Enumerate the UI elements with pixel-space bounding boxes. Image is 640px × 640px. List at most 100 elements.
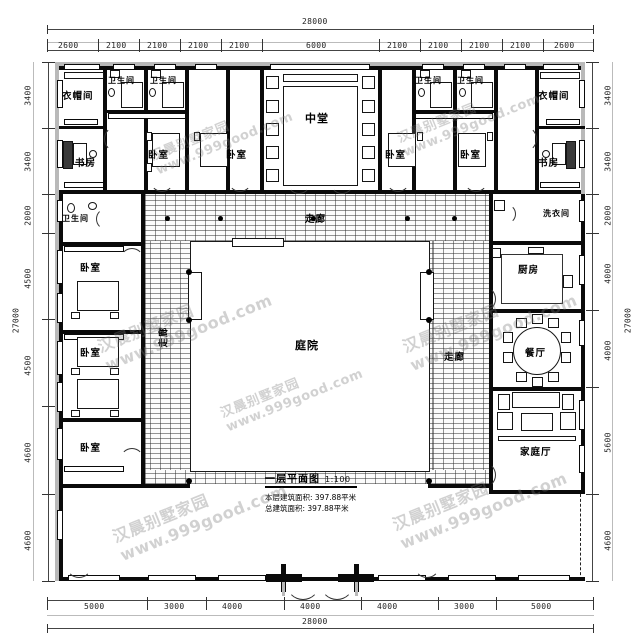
dim-bottom-1: 3000: [164, 602, 185, 611]
kitchen-counter-top: [528, 247, 544, 254]
window-s-6: [518, 575, 570, 581]
hall-chair-l5: [266, 169, 279, 182]
nightstand-tr1: [417, 132, 423, 141]
window-w-7: [57, 200, 63, 222]
room-label-hall-center: 中堂: [305, 112, 329, 125]
dim-left-0: 3400: [23, 85, 33, 106]
armchair-left: [497, 412, 513, 430]
kitchen-counter-left: [492, 248, 501, 258]
door-arc-gate-left: [286, 566, 320, 600]
dim-left-2: 2000: [23, 205, 33, 226]
window-e-7: [579, 445, 585, 473]
bed-w3: [77, 379, 119, 409]
hall-chair-l2: [266, 100, 279, 113]
sink-tl-1: [110, 70, 120, 78]
partition-strip-w-3: [64, 466, 124, 472]
dining-chair-2: [516, 318, 527, 328]
door-arc-gate-right: [320, 566, 354, 600]
corridor-bottom-hatch: [145, 470, 489, 484]
ns-w1-b: [110, 312, 119, 319]
door-arc-kitchen: [470, 286, 496, 312]
dim-left-4: 4500: [23, 355, 33, 376]
drawing-scale: 1:100: [325, 475, 351, 484]
window-ne-1: [543, 64, 579, 70]
window-e-2: [579, 140, 585, 168]
hall-chair-l4: [266, 146, 279, 159]
window-s-4: [378, 575, 426, 581]
dining-chair-1: [532, 314, 543, 324]
window-nw-1: [64, 64, 100, 70]
wall-v-n2: [144, 66, 148, 194]
door-arc-ne-study: [511, 126, 537, 152]
nightstand-tl-b: [146, 163, 152, 172]
courtyard-area: [190, 241, 430, 472]
bed-w2: [77, 337, 119, 367]
column-dot-8: [426, 269, 432, 275]
dim-top-8: 2100: [469, 41, 490, 50]
room-label-corridor-right: 走廊: [444, 352, 466, 363]
wall-v-n9: [494, 66, 498, 194]
bed-tr-2: [458, 133, 486, 167]
window-s-2: [148, 575, 196, 581]
desk-nw: [73, 143, 87, 165]
sink-tr-2: [461, 70, 471, 78]
dim-top-2: 2100: [147, 41, 168, 50]
window-ne-2: [504, 64, 526, 70]
dining-chair-8: [516, 372, 527, 382]
door-arc-w-bath: [96, 208, 118, 230]
hall-chair-r5: [362, 169, 375, 182]
dim-bottom-2: 4000: [222, 602, 243, 611]
partition-strip-w-1: [64, 246, 124, 252]
door-arc-bed-tl2: [228, 168, 252, 192]
title-underline: [265, 486, 357, 488]
room-label-study-right: 书房: [538, 158, 560, 169]
door-arc-nw-study: [104, 126, 130, 152]
toilet-w-mid: [67, 203, 75, 213]
room-label-cloakroom-left: 衣帽间: [62, 91, 94, 102]
wall-h-ne-split: [535, 126, 585, 129]
area-total: 总建筑面积: 397.88平米: [265, 504, 349, 513]
wall-e-h1: [489, 241, 585, 245]
column-dot-11: [426, 478, 432, 484]
wall-e-corridor-bottom: [428, 484, 489, 488]
chair-ne-study: [542, 150, 550, 158]
window-e-1: [579, 80, 585, 108]
window-s-3: [218, 575, 266, 581]
bed-tl2: [200, 133, 228, 167]
door-arc-hall-l: [287, 170, 311, 194]
ns-w3-a: [71, 410, 80, 417]
hall-chair-r4: [362, 146, 375, 159]
door-arc-laundry: [496, 204, 516, 224]
room-label-bedroom-l1: 卧室: [80, 263, 102, 274]
dining-chair-9: [532, 377, 543, 387]
window-e-3: [579, 200, 585, 222]
wall-e-h4: [489, 490, 585, 494]
nightstand-tr2: [487, 132, 493, 141]
window-w-8: [57, 140, 63, 168]
kitchen-counter-right: [563, 275, 573, 288]
column-dot-6: [186, 269, 192, 275]
room-label-bath-tl-1: 卫生间: [108, 76, 135, 85]
ns-w1-a: [71, 312, 80, 319]
wall-w-v-inner: [141, 194, 145, 484]
dim-left-6: 4600: [23, 530, 33, 551]
window-nc-1: [270, 64, 370, 70]
window-nw-3: [154, 64, 176, 70]
corridor-left-hatch: [145, 241, 190, 484]
sofa-main: [512, 392, 560, 408]
dim-bottom-5: 3000: [454, 602, 475, 611]
bathtub-tr-2: [471, 82, 493, 108]
gate-pier-right-h: [338, 574, 374, 582]
dim-top-7: 2100: [428, 41, 449, 50]
room-label-kitchen: 厨房: [518, 265, 540, 276]
drawing-title: 一层平面图: [265, 474, 320, 485]
wall-v-n5: [260, 66, 264, 194]
armchair-right: [560, 412, 576, 430]
dim-left-overall: 27000: [11, 307, 21, 334]
hall-chair-r2: [362, 100, 375, 113]
dim-top-10: 2600: [554, 41, 575, 50]
tv-unit: [498, 436, 576, 441]
hall-chair-l1: [266, 76, 279, 89]
dim-right-4: 4000: [603, 340, 613, 361]
room-label-courtyard: 庭院: [295, 339, 319, 352]
